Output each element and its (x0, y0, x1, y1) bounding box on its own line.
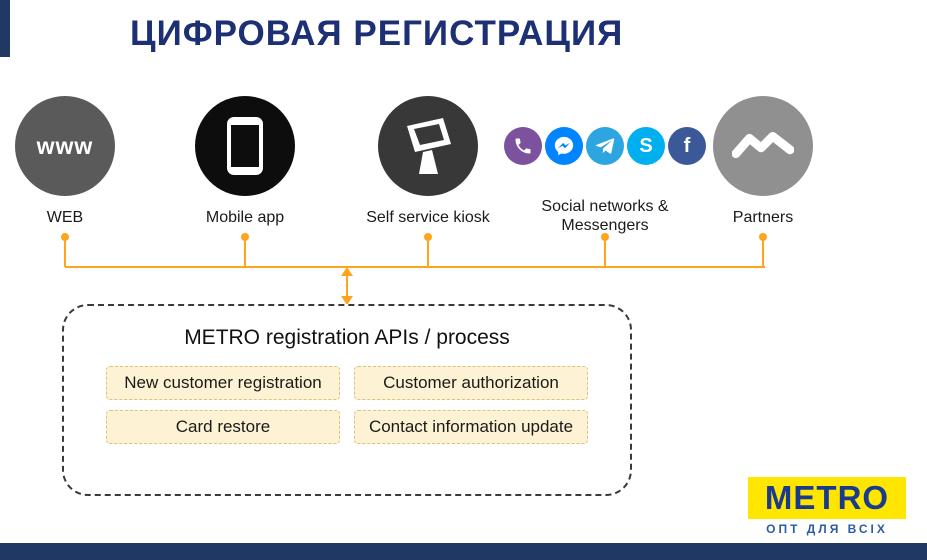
smartphone-screen (231, 125, 259, 167)
process-box: METRO registration APIs / process New cu… (62, 304, 632, 496)
channel-social: S f Social networks & Messengers (500, 96, 710, 235)
skype-icon: S (627, 127, 665, 165)
messenger-glyph (554, 136, 574, 156)
page-title: ЦИФРОВАЯ РЕГИСТРАЦИЯ (130, 14, 624, 53)
flow-arrow-line (346, 275, 348, 297)
process-item-new-customer-registration: New customer registration (106, 366, 340, 400)
connector-line-kiosk (427, 241, 429, 267)
connector-line-partners (762, 241, 764, 267)
process-grid: New customer registration Customer autho… (106, 366, 588, 444)
channel-kiosk: Self service kiosk (338, 96, 518, 227)
channel-web: www WEB (15, 96, 115, 227)
metro-logo-text: METRO (764, 479, 890, 516)
smartphone-body (227, 117, 263, 175)
connector-dot-social (601, 233, 609, 241)
process-item-card-restore: Card restore (106, 410, 340, 444)
facebook-icon: f (668, 127, 706, 165)
corner-accent-bar (0, 0, 10, 57)
process-title: METRO registration APIs / process (184, 326, 510, 349)
telegram-glyph (595, 138, 615, 154)
smartphone-icon (195, 96, 295, 196)
handshake-glyph (732, 131, 794, 159)
flow-arrow-down (341, 296, 353, 305)
www-icon-text: www (36, 132, 94, 159)
kiosk-glyph (407, 118, 451, 174)
channel-mobile-app: Mobile app (185, 96, 305, 227)
channel-partners: Partners (703, 96, 823, 227)
facebook-glyph: f (683, 134, 691, 157)
kiosk-icon (378, 96, 478, 196)
connector-dot-kiosk (424, 233, 432, 241)
connector-line-web (64, 241, 66, 267)
social-icons-row: S f (500, 127, 710, 165)
metro-tagline: ОПТ ДЛЯ ВСІХ (766, 522, 888, 536)
channel-label-partners: Partners (732, 209, 794, 226)
skype-glyph: S (639, 134, 653, 157)
viber-phone-glyph (515, 138, 531, 154)
channel-label-social: Social networks & Messengers (541, 198, 669, 235)
connector-line-mobile (244, 241, 246, 267)
channel-label-mobile: Mobile app (205, 209, 285, 226)
www-globe-icon: www (15, 96, 115, 196)
telegram-icon (586, 127, 624, 165)
channel-label-web: WEB (46, 209, 84, 226)
flow-arrow-up (341, 267, 353, 276)
connector-dot-partners (759, 233, 767, 241)
connector-line-social (604, 241, 606, 267)
metro-logo: METRO (748, 477, 906, 519)
connector-horizontal-line (65, 266, 765, 268)
connector-dot-web (61, 233, 69, 241)
bottom-accent-bar (0, 543, 927, 560)
handshake-icon (713, 96, 813, 196)
messenger-icon (545, 127, 583, 165)
connector-dot-mobile (241, 233, 249, 241)
process-item-contact-info-update: Contact information update (354, 410, 588, 444)
process-item-customer-authorization: Customer authorization (354, 366, 588, 400)
channel-label-kiosk: Self service kiosk (366, 209, 490, 226)
viber-icon (504, 127, 542, 165)
